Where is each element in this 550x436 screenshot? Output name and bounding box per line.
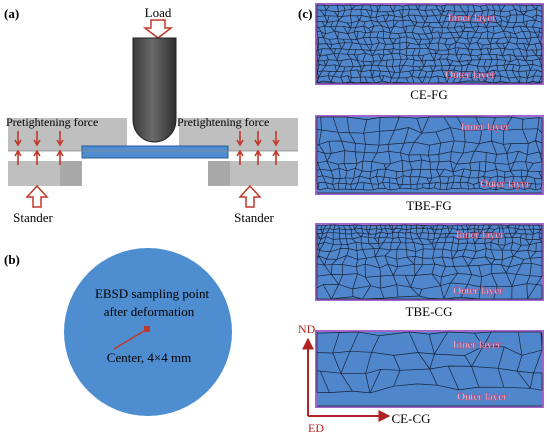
pretightening-down-arrow (56, 131, 64, 147)
punch (132, 37, 177, 143)
pretightening-down-arrow (33, 131, 41, 147)
grain-boundaries (316, 4, 543, 84)
grains-frame (315, 223, 544, 301)
pretightening-down-arrow (272, 131, 280, 147)
pretightening-down-arrow (236, 131, 244, 147)
grain-map (316, 116, 543, 194)
inner-layer-label: Inner layer (456, 229, 504, 241)
outer-layer-label: Outer layer (453, 285, 503, 297)
sample-name-tbe-fg: TBE-FG (406, 198, 452, 213)
pretightening-down-arrow (254, 131, 262, 147)
panel-b-label: (b) (4, 252, 20, 267)
sample-name-ce-fg: CE-FG (410, 87, 448, 102)
sampling-point-marker (144, 326, 150, 332)
inner-layer-label: Inner layer (448, 12, 496, 24)
pretightening-left-label: Pretightening force (6, 115, 98, 129)
ebsd-line-1: EBSD sampling point (95, 286, 210, 301)
panel-a: (a) Load Pretightening force Pretighteni… (4, 5, 298, 225)
specimen-bar (81, 145, 229, 159)
panel-c-label: (c) (298, 6, 312, 21)
pretightening-arrows (14, 131, 280, 165)
outer-layer-label: Outer layer (480, 178, 530, 190)
pretightening-up-arrow (56, 149, 64, 165)
grain-map (316, 4, 543, 84)
load-arrow (142, 19, 174, 39)
microstructure-panel-ce-cg: Inner layer Outer layer (315, 330, 544, 408)
panel-a-label: (a) (4, 6, 19, 21)
ebsd-line-2: after deformation (104, 304, 195, 319)
grain-map (316, 224, 543, 300)
grain-boundaries (316, 116, 543, 194)
panel-b: (b) EBSD sampling point after deformatio… (4, 248, 232, 416)
pretightening-up-arrow (236, 149, 244, 165)
pretightening-up-arrow (272, 149, 280, 165)
pretightening-down-arrow (14, 131, 22, 147)
nd-axis-label: ND (298, 322, 316, 336)
ed-axis-label: ED (308, 421, 324, 435)
sample-name-ce-cg: CE-CG (392, 411, 431, 426)
grain-boundaries (316, 224, 543, 300)
pretightening-up-arrow (33, 149, 41, 165)
left-stander-arrow (25, 184, 49, 208)
pretightening-right-label: Pretightening force (177, 115, 269, 129)
outer-layer-label: Outer layer (457, 391, 507, 403)
stander-left-label: Stander (13, 210, 53, 225)
inner-layer-label: Inner layer (461, 121, 509, 133)
sampling-point-leader (113, 330, 145, 350)
panel-c: (c) Inner layer Outer layer CE-FG Inner … (298, 3, 544, 435)
inner-layer-label: Inner layer (453, 339, 501, 351)
center-note: Center, 4×4 mm (107, 350, 191, 365)
left-stander-shadow (60, 161, 82, 186)
right-stander-shadow (208, 161, 230, 186)
right-stander-arrow (238, 184, 262, 208)
sample-name-tbe-cg: TBE-CG (406, 304, 453, 319)
grain-boundaries (316, 331, 543, 407)
pretightening-up-arrow (14, 149, 22, 165)
outer-layer-label: Outer layer (445, 69, 495, 81)
microstructure-panel-tbe-fg: Inner layer Outer layer (315, 115, 544, 195)
microstructure-panel-tbe-cg: Inner layer Outer layer (315, 223, 544, 301)
stander-right-label: Stander (234, 210, 274, 225)
pretightening-up-arrow (254, 149, 262, 165)
microstructure-panel-ce-fg: Inner layer Outer layer (315, 3, 544, 85)
load-label: Load (145, 5, 172, 20)
grain-map (316, 331, 543, 407)
